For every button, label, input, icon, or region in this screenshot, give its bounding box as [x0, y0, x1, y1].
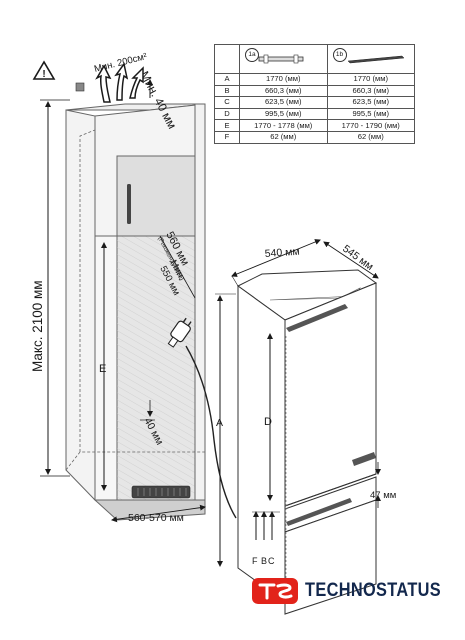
fridge-width-dimension: 540 мм: [231, 239, 321, 287]
mounting-rail-1b-icon: [346, 55, 405, 64]
upper-door-dimension: D: [264, 333, 273, 501]
warning-icon: [32, 60, 56, 80]
max-height-label: Макс. 2100 мм: [30, 280, 45, 372]
niche-width-label: 560-570 мм: [128, 512, 184, 524]
label-a: A: [216, 417, 223, 429]
label-f: F: [252, 556, 258, 566]
bottom-dimensions: F B C: [252, 511, 280, 566]
col-header-1a: 1a: [239, 44, 328, 74]
refrigerator: [237, 269, 378, 615]
niche-width-dimension: 560-570 мм: [111, 504, 206, 524]
gap-47-label: 47 мм: [370, 490, 396, 501]
label-c: C: [268, 556, 275, 566]
max-height-dimension: Макс. 2100 мм: [30, 99, 70, 477]
badge-1a: 1a: [245, 48, 259, 62]
niche-height-dimension: E: [99, 242, 107, 491]
label-b: B: [261, 556, 267, 566]
fridge-width-label: 540 мм: [264, 246, 300, 260]
cabinet-handle: [127, 184, 131, 224]
brand-logo: TECHNOSTATUS: [255, 578, 455, 604]
door-gap-dimension: 47 мм: [370, 462, 396, 508]
brand-name: TECHNOSTATUS: [305, 580, 442, 601]
technostatus-logo-mark: [252, 578, 298, 604]
label-d: D: [264, 416, 272, 428]
fridge-depth-label: 545 мм: [340, 243, 375, 273]
power-plug-icon: [167, 317, 192, 348]
mounting-rail-1a-icon: [258, 54, 304, 64]
fridge-height-dimension: A: [215, 293, 236, 567]
svg-text:!: !: [42, 69, 45, 80]
vent-socket-icon: [75, 82, 85, 92]
label-e: E: [99, 363, 106, 375]
vent-grille: [131, 485, 191, 499]
col-header-1b: 1b: [326, 44, 415, 74]
airflow-arrows-icon: [95, 62, 144, 103]
badge-1b: 1b: [332, 48, 347, 62]
power-cable: [167, 317, 237, 519]
kitchen-cabinet: [65, 103, 206, 521]
